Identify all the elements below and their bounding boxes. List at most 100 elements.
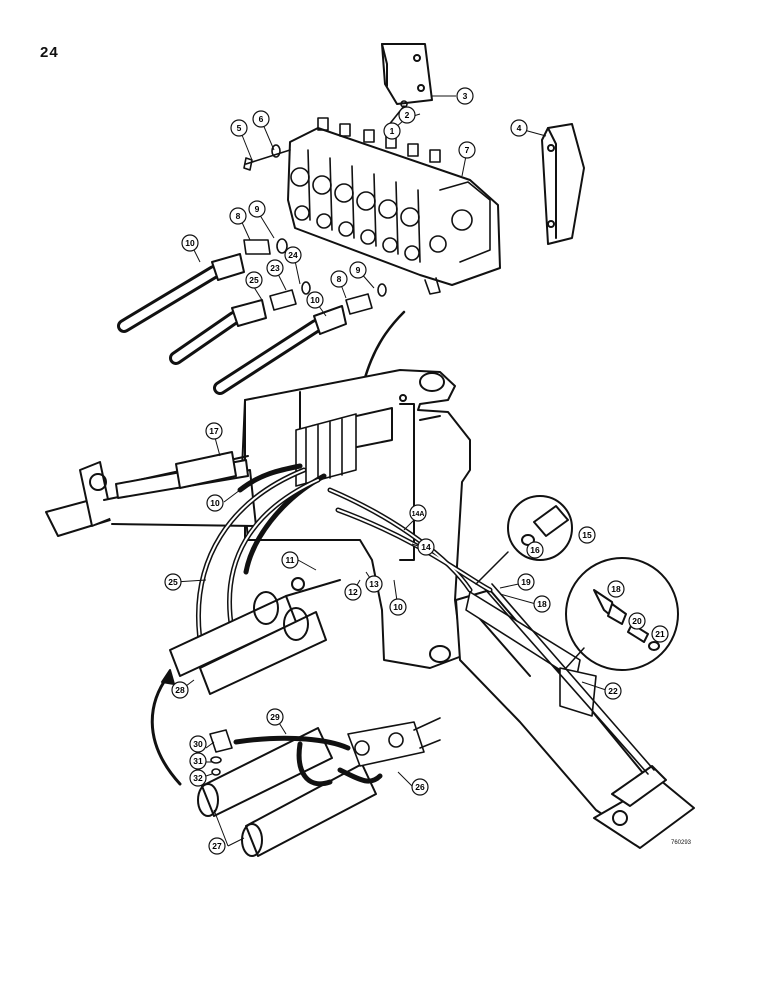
callout-number: 18	[611, 584, 621, 594]
callout-number: 10	[310, 295, 320, 305]
callout-number: 11	[286, 555, 295, 565]
callout-number: 3	[463, 91, 468, 101]
callout-29: 29	[266, 708, 284, 726]
callout-number: 6	[259, 114, 264, 124]
callout-9b: 9	[349, 261, 367, 279]
callout-number: 26	[415, 782, 425, 792]
callout-number: 25	[249, 275, 259, 285]
callout-18a: 18	[533, 595, 551, 613]
callout-20: 20	[628, 612, 646, 630]
callout-number: 4	[517, 123, 522, 133]
callout-11: 11	[281, 551, 299, 569]
callout-15: 15	[578, 526, 596, 544]
callout-5: 5	[230, 119, 248, 137]
hose-10-lower	[213, 305, 347, 395]
callout-number: 10	[393, 602, 403, 612]
callout-number: 19	[521, 577, 531, 587]
detail-circle-18-21	[565, 557, 679, 671]
callout-28: 28	[171, 681, 189, 699]
callout-9a: 9	[248, 200, 266, 218]
frame-hoses-inner	[197, 469, 491, 641]
callout-19: 19	[517, 573, 535, 591]
cylinder-detail-valve	[347, 717, 441, 767]
callout-12: 12	[344, 583, 362, 601]
callout-8b: 8	[330, 270, 348, 288]
hose-10-upper	[117, 253, 245, 333]
callout-number: 16	[530, 545, 540, 555]
callout-number: 22	[608, 686, 618, 696]
boom-base-foot	[593, 765, 695, 849]
callout-7: 7	[458, 141, 476, 159]
fitting-upper	[243, 238, 288, 255]
callout-6: 6	[252, 110, 270, 128]
callout-number: 30	[193, 739, 203, 749]
callout-14a: 14A	[409, 504, 427, 522]
callout-number: 20	[632, 616, 642, 626]
callout-number: 15	[582, 530, 592, 540]
callout-13: 13	[365, 575, 383, 593]
detail-arrow	[150, 669, 182, 786]
stabilizer-cylinder-lower	[199, 607, 327, 695]
callout-32: 32	[189, 769, 207, 787]
boom-cylinder-22	[465, 583, 655, 775]
control-valve-bank	[287, 117, 501, 295]
callout-25b: 25	[164, 573, 182, 591]
callout-number: 17	[209, 426, 219, 436]
callout-22: 22	[604, 682, 622, 700]
callout-2: 2	[398, 106, 416, 124]
callout-8a: 8	[229, 207, 247, 225]
callout-10c: 10	[206, 494, 224, 512]
callout-number: 28	[175, 685, 185, 695]
callout-number: 12	[348, 587, 358, 597]
callout-31: 31	[189, 752, 207, 770]
callout-number: 14	[421, 542, 431, 552]
callout-number: 10	[210, 498, 220, 508]
fitting-lower	[345, 283, 387, 315]
callout-10a: 10	[181, 234, 199, 252]
mounting-bracket-top	[381, 43, 433, 105]
callout-number: 5	[237, 123, 242, 133]
callout-number: 13	[369, 579, 379, 589]
callout-number: 32	[193, 773, 203, 783]
callout-27: 27	[208, 837, 226, 855]
figure-reference: 760293	[671, 840, 692, 846]
callout-number: 24	[288, 250, 298, 260]
hose-25	[169, 299, 267, 365]
callout-number: 2	[405, 110, 410, 120]
side-bracket	[541, 123, 585, 245]
callout-25a: 25	[245, 271, 263, 289]
callout-10d: 10	[389, 598, 407, 616]
callout-number: 8	[337, 274, 342, 284]
callout-3: 3	[456, 87, 474, 105]
callout-number: 23	[270, 263, 280, 273]
callout-17: 17	[205, 422, 223, 440]
callout-26: 26	[411, 778, 429, 796]
callout-4: 4	[510, 119, 528, 137]
callout-labels: 1 2 3 4 5 6 7 8 9 10 25 23 24 10 8 9 17 …	[164, 87, 669, 855]
callout-18b: 18	[607, 580, 625, 598]
callout-23: 23	[266, 259, 284, 277]
callout-16: 16	[526, 541, 544, 559]
elbow-fitting-30	[209, 729, 233, 776]
stabilizer-rod	[285, 579, 341, 597]
callout-number: 9	[255, 204, 260, 214]
callout-21: 21	[651, 625, 669, 643]
callout-1: 1	[383, 122, 401, 140]
fitting-middle	[269, 281, 311, 311]
callout-10b: 10	[306, 291, 324, 309]
callout-number: 14A	[412, 511, 425, 518]
callout-number: 7	[465, 145, 470, 155]
page-number: 24	[40, 44, 59, 61]
callout-number: 18	[537, 599, 547, 609]
rod-eye	[291, 577, 305, 591]
tower-valve-assembly	[295, 413, 357, 487]
hose-29	[233, 735, 383, 787]
swing-cylinder-upper	[115, 451, 249, 499]
callout-number: 8	[236, 211, 241, 221]
detail-circle-15-16	[475, 495, 573, 585]
callout-number: 10	[185, 238, 195, 248]
callout-number: 25	[168, 577, 178, 587]
callout-number: 31	[193, 756, 203, 766]
callout-number: 29	[270, 712, 280, 722]
